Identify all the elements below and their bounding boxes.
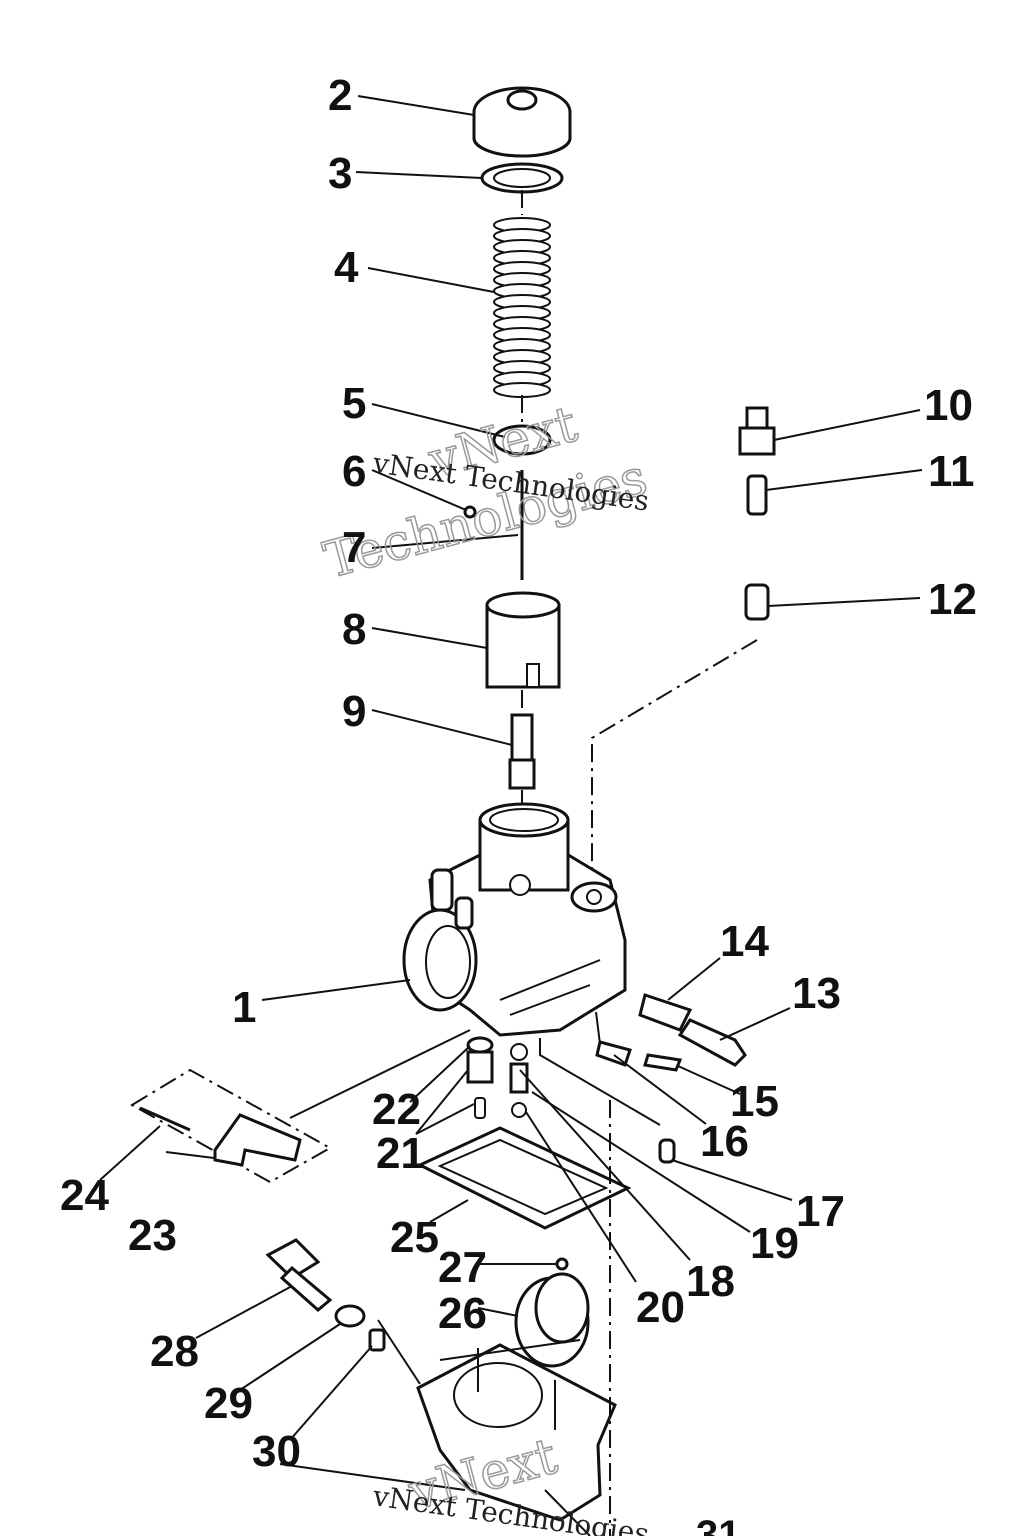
callout-24: 24 [60, 1171, 109, 1220]
callout-29: 29 [204, 1379, 253, 1428]
part-carburetor-body [402, 802, 627, 1037]
callout-28: 28 [150, 1327, 199, 1376]
callout-30: 30 [252, 1427, 301, 1476]
callout-2: 2 [328, 71, 352, 120]
callout-14: 14 [720, 917, 769, 966]
callout-5: 5 [342, 379, 366, 428]
callout-10: 10 [924, 381, 973, 430]
callout-22: 22 [372, 1085, 421, 1134]
callout-21: 21 [376, 1129, 425, 1178]
part-washer-hole [493, 168, 551, 188]
part-spring [493, 217, 551, 398]
part-float-needle [555, 1257, 569, 1271]
part-spring-seat [492, 424, 552, 456]
part-pilot-jet [466, 1036, 494, 1119]
callout-labels: 2 3 4 5 6 7 8 9 10 11 12 1 14 13 15 16 1… [60, 71, 977, 1536]
callout-4: 4 [334, 243, 359, 292]
callout-18: 18 [686, 1257, 735, 1306]
callout-20: 20 [636, 1283, 685, 1332]
callout-16: 16 [700, 1117, 749, 1166]
part-small-bolt [368, 1328, 386, 1352]
part-plug [658, 1138, 676, 1164]
callout-13: 13 [792, 969, 841, 1018]
part-cable-adjuster [738, 406, 776, 456]
assembly-line-starter [591, 639, 758, 880]
callout-27: 27 [438, 1243, 487, 1292]
callout-19: 19 [750, 1219, 799, 1268]
part-throttle-slide [485, 591, 561, 689]
spring-coil [493, 382, 551, 398]
part-starter-plunger [744, 583, 770, 621]
part-float [514, 1272, 590, 1368]
callout-26: 26 [438, 1289, 487, 1338]
part-idle-screw-spring [638, 993, 693, 1032]
callout-3: 3 [328, 149, 352, 198]
callout-31: 31 [696, 1513, 741, 1536]
callout-12: 12 [928, 575, 977, 624]
part-float-pin [130, 1068, 333, 1184]
callout-25: 25 [390, 1213, 439, 1262]
callout-15: 15 [730, 1077, 779, 1126]
part-cap [472, 86, 572, 158]
part-pilot-spring [595, 1040, 632, 1067]
callout-17: 17 [796, 1187, 845, 1236]
part-small-spring [746, 474, 768, 516]
callout-6: 6 [342, 447, 366, 496]
callout-1: 1 [232, 983, 256, 1032]
callout-11: 11 [928, 447, 975, 496]
part-main-jet-stack [509, 1043, 529, 1118]
part-drain-bolt [265, 1238, 333, 1312]
callout-8: 8 [342, 605, 366, 654]
part-idle-screw [677, 1018, 747, 1067]
leader-lines [99, 95, 923, 1536]
callout-9: 9 [342, 687, 366, 736]
part-gasket-inner [437, 1138, 609, 1216]
callout-7: 7 [342, 523, 366, 572]
part-clip [463, 505, 477, 519]
part-drain-washer [334, 1304, 366, 1328]
part-pilot-screw [643, 1053, 683, 1072]
callout-23: 23 [128, 1211, 177, 1260]
part-needle-jet [508, 713, 536, 790]
